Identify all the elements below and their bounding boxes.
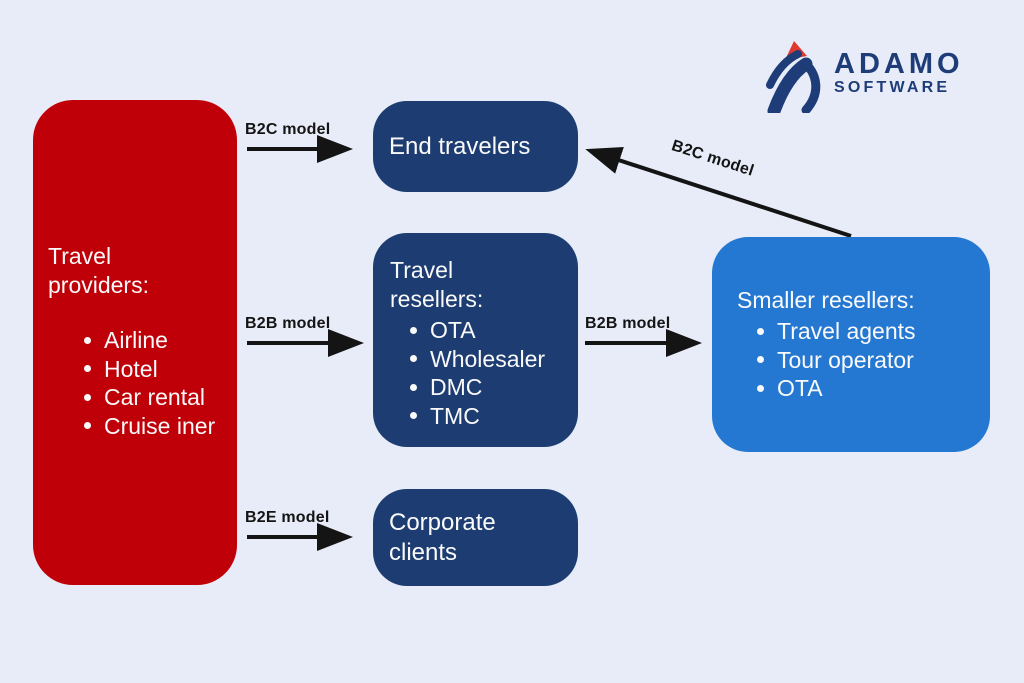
arrow-label-b2e: B2E model: [245, 509, 330, 526]
list-item-label: Wholesaler: [430, 345, 546, 372]
list-item: OTA: [410, 316, 570, 345]
corporate-clients-label: Corporate clients: [389, 508, 496, 566]
list-item-label: TMC: [430, 402, 480, 429]
list-item: Airline: [84, 326, 227, 355]
list-item-label: DMC: [430, 374, 483, 400]
list-item-label: Travel agents: [777, 318, 916, 344]
list-item-label: Hotel: [104, 355, 158, 382]
arrow-label-b2b-left: B2B model: [245, 315, 331, 332]
bullet-icon: [757, 384, 764, 392]
list-item: Cruise iner: [84, 412, 227, 441]
list-item-label: OTA: [777, 375, 823, 401]
list-item: DMC: [410, 373, 570, 402]
smaller-resellers-title: Smaller resellers:: [737, 287, 915, 313]
list-item: Travel agents: [757, 317, 980, 346]
adamo-logo: ADAMO SOFTWARE: [764, 33, 964, 113]
travel-resellers-list: OTA Wholesaler DMC TMC: [410, 316, 570, 430]
list-item-label: OTA: [430, 317, 476, 343]
travel-resellers-box: Travel resellers: OTA Wholesaler DMC TMC: [373, 233, 578, 447]
smaller-resellers-list: Travel agents Tour operator OTA: [757, 317, 980, 403]
travel-providers-box: Travel providers: Airline Hotel Car rent…: [33, 100, 237, 585]
bullet-icon: [84, 336, 91, 344]
travel-resellers-title: Travel resellers:: [390, 257, 484, 312]
end-travelers-box: End travelers: [373, 101, 578, 192]
logo-wordmark: ADAMO SOFTWARE: [834, 49, 964, 97]
travel-providers-list: Airline Hotel Car rental Cruise iner: [84, 326, 227, 440]
bullet-icon: [84, 365, 91, 373]
arrow-label-b2c-left: B2C model: [245, 121, 331, 138]
list-item-label: Cruise iner: [104, 412, 216, 439]
bullet-icon: [410, 412, 417, 420]
bullet-icon: [410, 355, 417, 363]
bullet-icon: [84, 422, 91, 430]
list-item: Car rental: [84, 383, 227, 412]
list-item-label: Tour operator: [777, 346, 914, 373]
list-item: TMC: [410, 402, 570, 431]
logo-line-software: SOFTWARE: [834, 79, 951, 96]
travel-providers-title: Travel providers:: [48, 243, 149, 298]
bullet-icon: [410, 326, 417, 334]
adamo-logo-icon: [766, 41, 821, 113]
bullet-icon: [757, 356, 764, 364]
logo-line-adamo: ADAMO: [834, 48, 964, 80]
list-item-label: Airline: [104, 327, 168, 353]
bullet-icon: [757, 327, 764, 335]
arrow-label-b2b-right: B2B model: [585, 315, 671, 332]
corporate-clients-box: Corporate clients: [373, 489, 578, 586]
list-item: OTA: [757, 374, 980, 403]
list-item-label: Car rental: [104, 384, 205, 410]
bullet-icon: [410, 383, 417, 391]
bullet-icon: [84, 393, 91, 401]
end-travelers-label: End travelers: [389, 132, 531, 160]
list-item: Hotel: [84, 355, 227, 384]
arrow-label-b2c-diagonal: B2C model: [669, 137, 756, 180]
list-item: Wholesaler: [410, 345, 570, 374]
smaller-resellers-box: Smaller resellers: Travel agents Tour op…: [712, 237, 990, 452]
list-item: Tour operator: [757, 346, 980, 375]
